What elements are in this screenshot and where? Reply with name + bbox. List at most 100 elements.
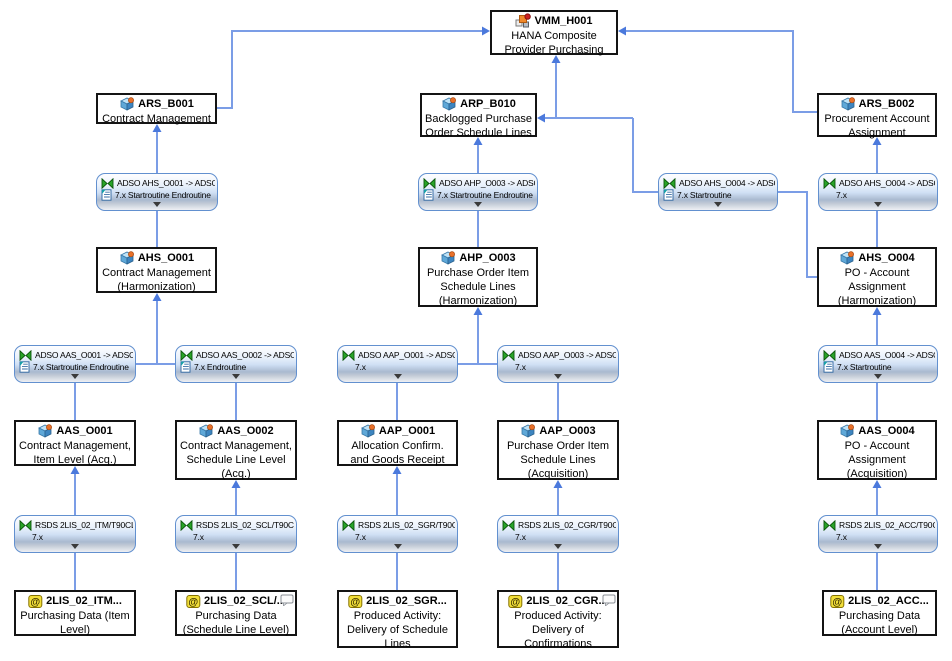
datasource-icon: @ bbox=[348, 594, 363, 609]
node-description-line: Allocation Confirm. bbox=[351, 440, 444, 452]
node-description-line: Assignment bbox=[848, 127, 906, 139]
arrowhead bbox=[231, 480, 241, 488]
expand-chevron-icon[interactable] bbox=[874, 544, 882, 549]
transformation-title-row: ADSO AAS_O004 -> ADSO AH... bbox=[823, 349, 935, 361]
routine-icon bbox=[19, 361, 30, 373]
transformation-subtitle: 7.x bbox=[515, 532, 526, 542]
transformation-icon bbox=[342, 349, 355, 361]
tr-aas-o004-ahs-o004[interactable]: ADSO AAS_O004 -> ADSO AH...7.x Startrout… bbox=[818, 345, 938, 383]
tr-ahs-o001-ars-b001[interactable]: ADSO AHS_O001 -> ADSO AR...7.x Startrout… bbox=[96, 173, 218, 211]
node-description-line: Contract Management, bbox=[19, 440, 131, 452]
tr-aap-o001-ahp-o003[interactable]: ADSO AAP_O001 -> ADSO AH...7.x bbox=[337, 345, 458, 383]
node-description-line: (Harmonization) bbox=[438, 295, 518, 307]
transformation-subtitle: 7.x Startroutine Endroutine bbox=[115, 190, 211, 200]
tr-rsds-itm[interactable]: RSDS 2LIS_02_ITM/T90CLNT0...7.x bbox=[14, 515, 136, 553]
node-DS_2LIS_02_CGR[interactable]: @2LIS_02_CGR...Produced Activity:Deliver… bbox=[497, 590, 619, 650]
node-id-label: AAP_O003 bbox=[539, 425, 596, 437]
transformation-title-row: ADSO AHS_O001 -> ADSO AR... bbox=[101, 177, 215, 189]
expand-chevron-icon[interactable] bbox=[874, 374, 882, 379]
tr-ahs-o004-ars-b002[interactable]: ADSO AHS_O004 -> ADSO AR...7.x bbox=[818, 173, 938, 211]
tr-rsds-scl[interactable]: RSDS 2LIS_02_SCL/T90CLNT0...7.x bbox=[175, 515, 297, 553]
transformation-detail-row: 7.x Startroutine bbox=[823, 361, 935, 373]
expand-chevron-icon[interactable] bbox=[554, 544, 562, 549]
expand-chevron-icon[interactable] bbox=[874, 202, 882, 207]
transformation-title-row: ADSO AAS_O002 -> ADSO AH... bbox=[180, 349, 294, 361]
routine-icon bbox=[823, 361, 834, 373]
transformation-subtitle: 7.x bbox=[515, 362, 526, 372]
expand-chevron-icon[interactable] bbox=[232, 374, 240, 379]
expand-chevron-icon[interactable] bbox=[71, 544, 79, 549]
adso-icon bbox=[198, 424, 214, 438]
transformation-title: ADSO AHS_O004 -> ADSO AR... bbox=[679, 178, 775, 188]
node-description-line: Produced Activity: bbox=[514, 610, 602, 622]
node-description-line: Purchasing Data bbox=[195, 610, 277, 622]
tr-aap-o003-ahp-o003[interactable]: ADSO AAP_O003 -> ADSO AH... 7.x bbox=[497, 345, 619, 383]
transformation-title: ADSO AAS_O002 -> ADSO AH... bbox=[196, 350, 294, 360]
adso-icon bbox=[119, 97, 135, 111]
node-description-line: Purchase Order Item bbox=[506, 440, 610, 452]
tr-ahs-o004-arp-b010[interactable]: ADSO AHS_O004 -> ADSO AR...7.x Startrout… bbox=[658, 173, 778, 211]
node-title-row: ARP_B010 bbox=[422, 96, 535, 112]
node-description-line: Purchasing Data bbox=[838, 610, 921, 622]
transformation-icon bbox=[663, 177, 676, 189]
expand-chevron-icon[interactable] bbox=[474, 202, 482, 207]
datasource-icon: @ bbox=[508, 594, 523, 609]
arrowhead bbox=[537, 113, 545, 123]
node-description-line: Contract Management bbox=[102, 267, 211, 279]
transformation-detail-row: 7.x bbox=[823, 189, 935, 201]
transformation-detail-row: 7.x bbox=[180, 531, 294, 543]
tr-ahp-o003-arp-b010[interactable]: ADSO AHP_O003 -> ADSO AR...7.x Startrout… bbox=[418, 173, 538, 211]
arrowhead bbox=[872, 480, 882, 488]
node-title-row: AHS_O001 bbox=[98, 250, 215, 266]
expand-chevron-icon[interactable] bbox=[393, 374, 402, 379]
transformation-title-row: ADSO AAP_O001 -> ADSO AH... bbox=[342, 349, 455, 361]
expand-chevron-icon[interactable] bbox=[71, 374, 79, 379]
transformation-title-row: RSDS 2LIS_02_SGR/T90CLNT0... bbox=[342, 519, 455, 531]
expand-chevron-icon[interactable] bbox=[393, 544, 402, 549]
node-id-label: 2LIS_02_SCL/... bbox=[204, 595, 286, 607]
transformation-title: ADSO AHP_O003 -> ADSO AR... bbox=[439, 178, 535, 188]
tr-rsds-acc[interactable]: RSDS 2LIS_02_ACC/T90CLNT0...7.x bbox=[818, 515, 938, 553]
tr-rsds-cgr[interactable]: RSDS 2LIS_02_CGR/T90CLNT0...7.x bbox=[497, 515, 619, 553]
arrowhead bbox=[70, 466, 80, 474]
node-DS_2LIS_02_ACC[interactable]: @2LIS_02_ACC...Purchasing Data(Account L… bbox=[822, 590, 937, 636]
transformation-subtitle: 7.x Endroutine bbox=[194, 362, 247, 372]
datasource-icon: @ bbox=[28, 594, 43, 609]
node-description-line: HANA Composite bbox=[511, 30, 597, 42]
tr-aas-o001-ahs-o001[interactable]: ADSO AAS_O001 -> ADSO AH...7.x Startrout… bbox=[14, 345, 136, 383]
expand-chevron-icon[interactable] bbox=[714, 202, 722, 207]
node-DS_2LIS_02_SGR[interactable]: @2LIS_02_SGR...Produced Activity:Deliver… bbox=[337, 590, 458, 650]
transformation-title: ADSO AAP_O003 -> ADSO AH... bbox=[518, 350, 616, 360]
expand-chevron-icon[interactable] bbox=[153, 202, 161, 207]
expand-chevron-icon[interactable] bbox=[554, 374, 562, 379]
node-description-line: Schedule Lines bbox=[440, 281, 516, 293]
transformation-icon bbox=[502, 519, 515, 531]
expand-chevron-icon[interactable] bbox=[232, 544, 240, 549]
tr-rsds-sgr[interactable]: RSDS 2LIS_02_SGR/T90CLNT0...7.x bbox=[337, 515, 458, 553]
node-description-line: (Account Level) bbox=[841, 624, 918, 636]
transformation-subtitle: 7.x Startroutine bbox=[837, 362, 892, 372]
transformation-detail-row: 7.x bbox=[342, 361, 455, 373]
transformation-title: RSDS 2LIS_02_SCL/T90CLNT0... bbox=[196, 520, 294, 530]
composite-provider-icon bbox=[515, 13, 532, 29]
node-description-line: (Schedule Line Level) bbox=[182, 624, 290, 636]
transformation-title: ADSO AAS_O001 -> ADSO AH... bbox=[35, 350, 133, 360]
node-title-row: @2LIS_02_SCL/... bbox=[177, 593, 295, 609]
transformation-subtitle: 7.x bbox=[836, 532, 847, 542]
node-DS_2LIS_02_SCL[interactable]: @2LIS_02_SCL/...Purchasing Data (Schedule… bbox=[175, 590, 297, 636]
tr-aas-o002-ahs-o001[interactable]: ADSO AAS_O002 -> ADSO AH... 7.x Endroutin… bbox=[175, 345, 297, 383]
